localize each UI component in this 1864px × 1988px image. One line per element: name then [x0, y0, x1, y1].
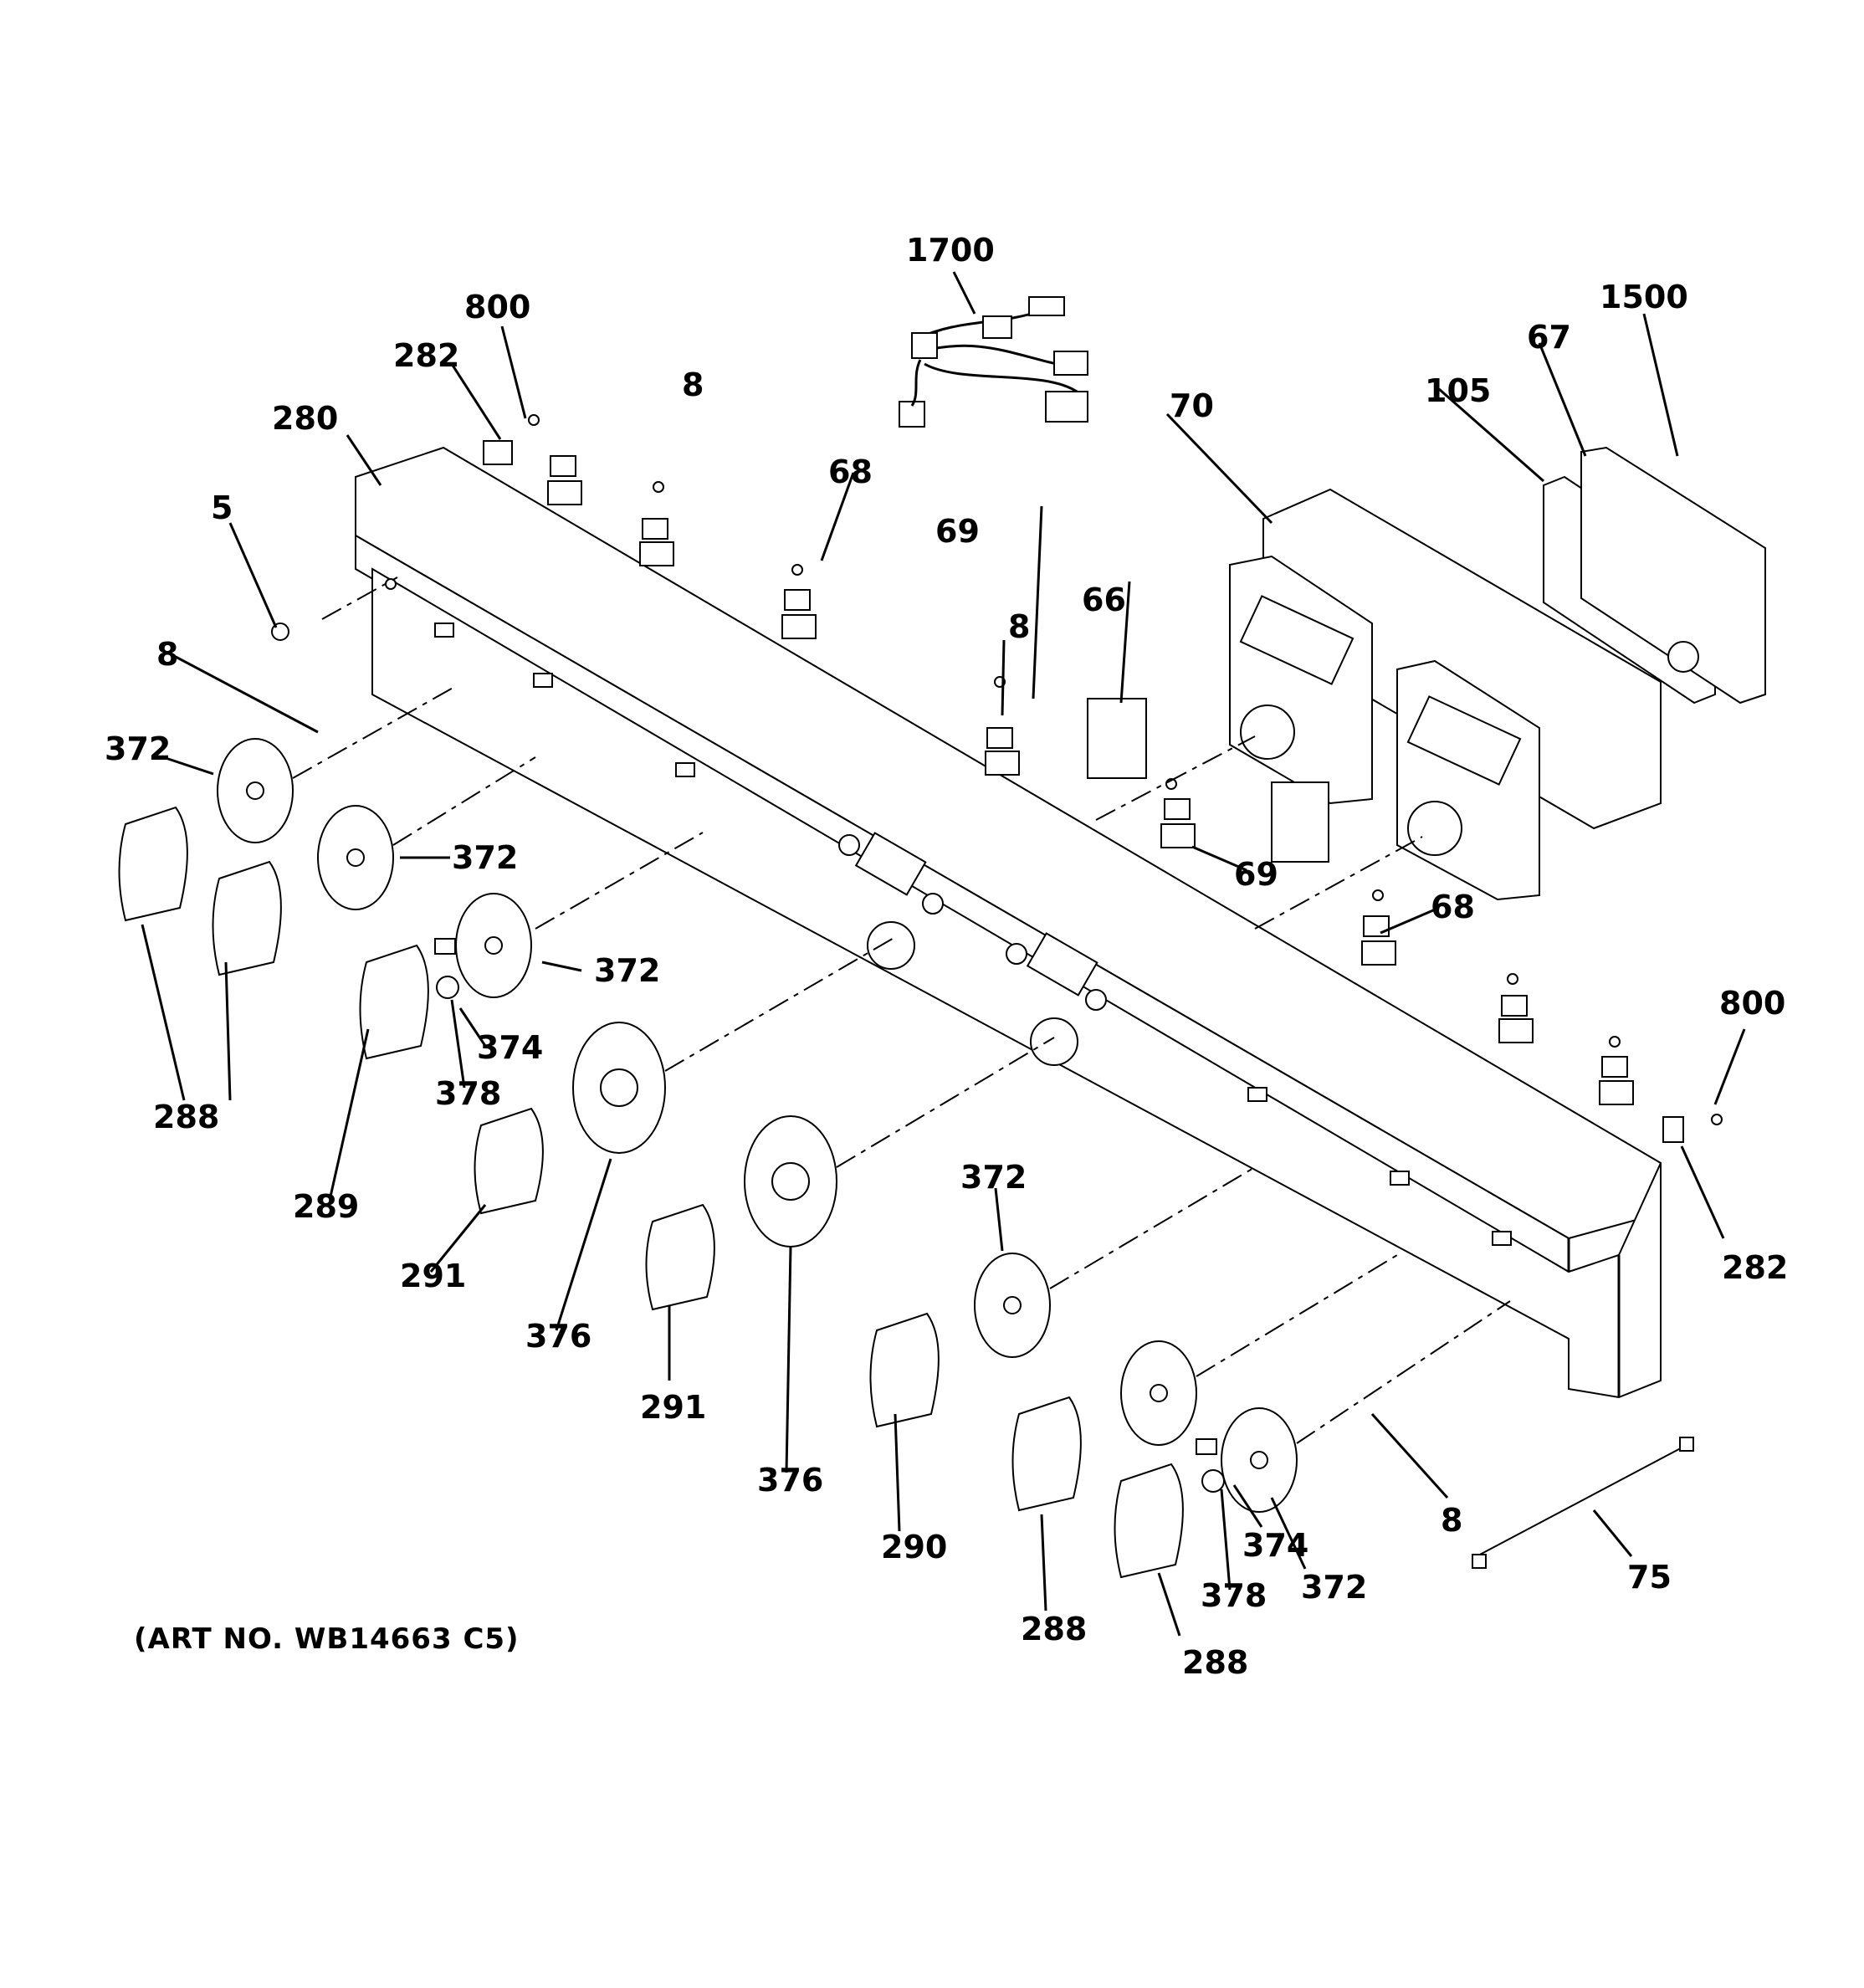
callout-372: 372: [452, 839, 518, 876]
wiring-harness: [899, 296, 1088, 428]
callout-280: 280: [272, 400, 338, 437]
callout-378: 378: [435, 1075, 501, 1112]
callout-372: 372: [960, 1159, 1027, 1196]
control-panel-body: [355, 446, 1662, 1399]
callout-8: 8: [682, 366, 704, 403]
callout-800: 800: [1719, 985, 1785, 1022]
callout-1700: 1700: [906, 232, 995, 269]
callout-75: 75: [1627, 1559, 1672, 1596]
leader-lines: [141, 271, 1746, 1637]
electronic-controls: [1087, 446, 1766, 901]
callout-69: 69: [1234, 856, 1278, 893]
callout-8: 8: [156, 636, 178, 673]
callout-291: 291: [640, 1389, 706, 1426]
mounting-brackets: [385, 414, 1723, 1143]
callout-288: 288: [1182, 1644, 1248, 1681]
callout-374: 374: [477, 1029, 543, 1066]
callout-288: 288: [1021, 1611, 1087, 1647]
callout-282: 282: [393, 337, 459, 374]
callout-376: 376: [525, 1318, 591, 1355]
callout-378: 378: [1201, 1577, 1267, 1614]
callout-800: 800: [464, 289, 530, 325]
art-number-caption: (ART NO. WB14663 C5): [134, 1622, 520, 1656]
callout-5: 5: [211, 489, 233, 526]
callout-66: 66: [1082, 582, 1126, 618]
callout-288: 288: [153, 1099, 219, 1135]
callout-372: 372: [594, 952, 660, 989]
callout-376: 376: [757, 1462, 823, 1499]
callout-68: 68: [828, 453, 873, 490]
callout-69: 69: [935, 513, 980, 550]
callout-67: 67: [1527, 319, 1571, 356]
alignment-lines: [292, 576, 1511, 1444]
callout-70: 70: [1170, 387, 1214, 424]
callout-282: 282: [1722, 1249, 1788, 1286]
callout-105: 105: [1425, 372, 1491, 409]
callout-372: 372: [105, 730, 171, 767]
callout-1500: 1500: [1600, 279, 1688, 315]
callout-290: 290: [881, 1529, 947, 1565]
callout-289: 289: [293, 1188, 359, 1225]
callout-68: 68: [1431, 889, 1475, 925]
callout-374: 374: [1242, 1527, 1308, 1564]
callout-8: 8: [1441, 1502, 1462, 1539]
callout-372: 372: [1301, 1569, 1367, 1606]
knobs-and-bezels: [118, 623, 1694, 1579]
callout-291: 291: [400, 1258, 466, 1294]
callout-8: 8: [1008, 608, 1030, 645]
callouts: 1700 800 282 280 5 8 8 68 69 8 66 70 105…: [105, 232, 1788, 1681]
